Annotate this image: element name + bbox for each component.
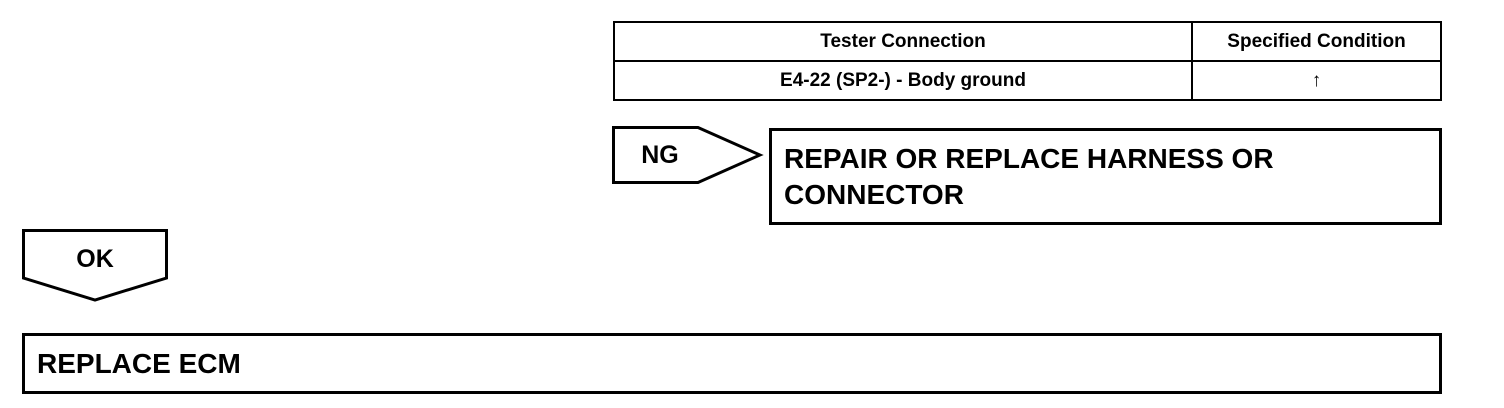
table-row: E4-22 (SP2-) - Body ground ↑	[613, 60, 1442, 101]
header-tester-connection: Tester Connection	[613, 21, 1193, 62]
ng-result-box: REPAIR OR REPLACE HARNESS OR CONNECTOR	[769, 128, 1442, 225]
ok-label: OK	[76, 245, 114, 273]
cell-specified-condition: ↑	[1191, 60, 1442, 101]
header-specified-condition: Specified Condition	[1191, 21, 1442, 62]
tester-spec-table: Tester Connection Specified Condition E4…	[613, 21, 1442, 101]
ok-arrow-tag	[22, 229, 168, 302]
cell-tester-connection: E4-22 (SP2-) - Body ground	[613, 60, 1193, 101]
ok-result-box: REPLACE ECM	[22, 333, 1442, 394]
ng-label: NG	[641, 141, 679, 169]
table-header-row: Tester Connection Specified Condition	[613, 21, 1442, 62]
ng-arrow-tag	[612, 126, 764, 184]
